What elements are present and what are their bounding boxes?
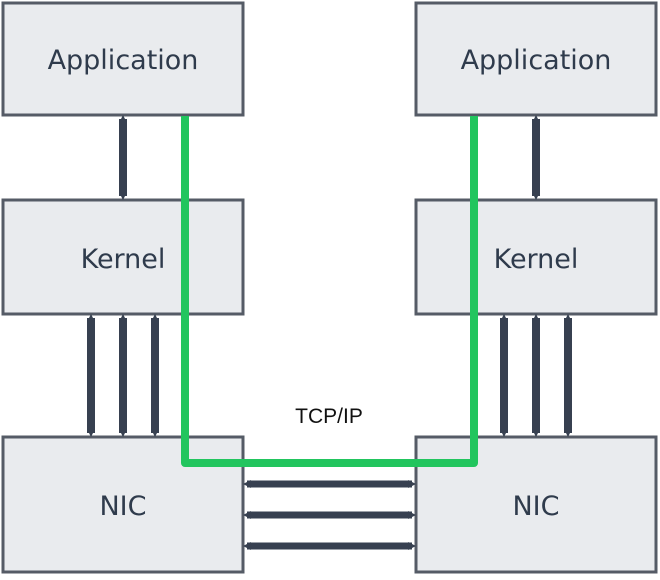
right-nic-label: NIC bbox=[512, 491, 559, 522]
left-kernel-box: Kernel bbox=[1, 198, 245, 316]
left-kernel-label: Kernel bbox=[81, 244, 166, 275]
right-kernel-label: Kernel bbox=[494, 244, 579, 275]
tcp-ip-label: TCP/IP bbox=[295, 405, 363, 428]
tcp-ip-path bbox=[181, 116, 478, 467]
right-nic-box: NIC bbox=[414, 435, 658, 574]
left-application-label: Application bbox=[48, 45, 199, 76]
left-nic-label: NIC bbox=[99, 491, 146, 522]
left-application-box: Application bbox=[1, 1, 245, 117]
left-nic-box: NIC bbox=[1, 435, 245, 574]
right-kernel-box: Kernel bbox=[414, 198, 658, 316]
right-application-label: Application bbox=[461, 45, 612, 76]
right-application-box: Application bbox=[414, 1, 658, 117]
